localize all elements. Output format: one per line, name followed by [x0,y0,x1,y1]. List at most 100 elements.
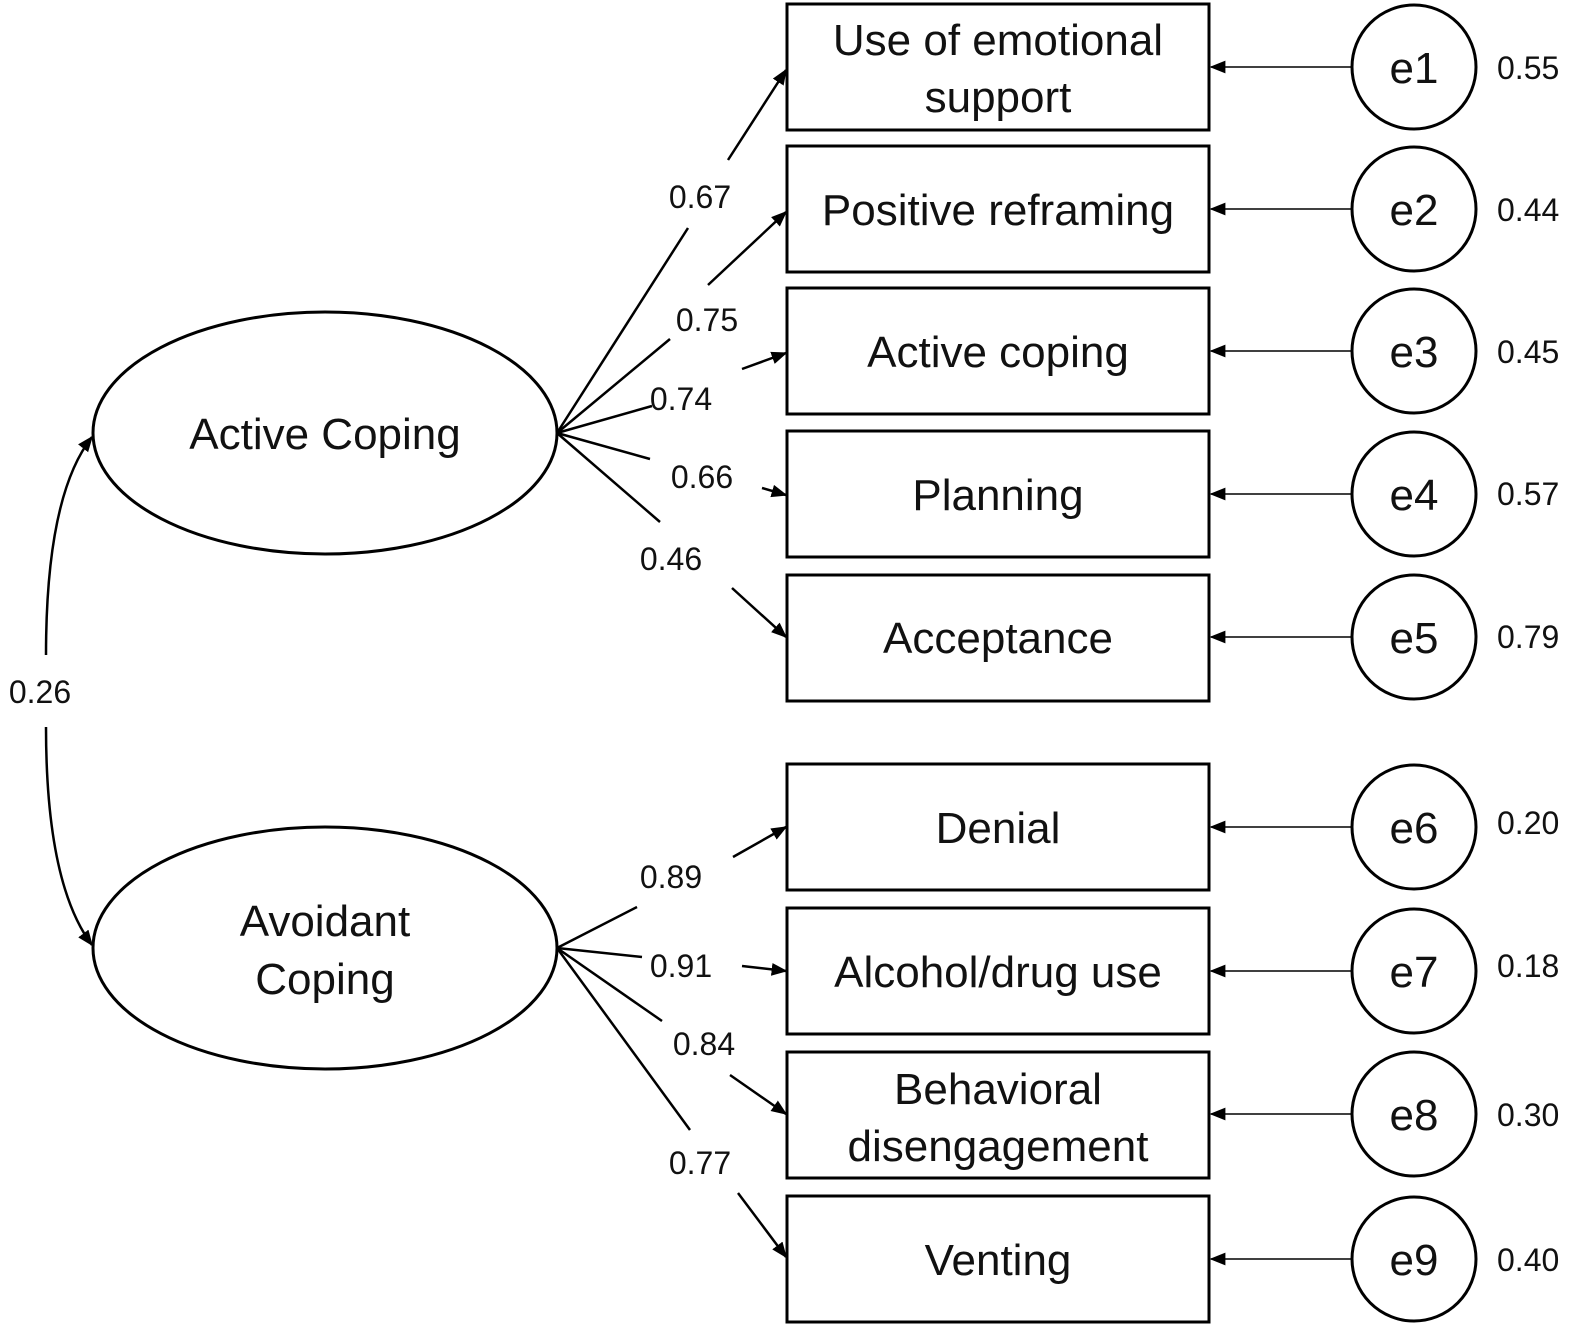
loading-line-8a [556,946,663,1023]
error-value-9: 0.40 [1497,1242,1559,1278]
indicator-rect-2 [785,144,1211,274]
error-label-1: e1 [1390,44,1439,93]
indicator-box-6: Denial [785,762,1211,892]
loading-line-3b [741,351,788,371]
error-circle-9 [1350,1195,1478,1323]
indicator-box-9: Venting [785,1194,1211,1324]
correlation-arc: 0.26 [9,435,93,947]
loading-line-5b [731,587,788,639]
error-term-9: e9 [1350,1195,1478,1323]
error-terms: e1 e2 e3 e4 e5 e6 e7 e8 [1350,3,1478,1323]
loading-line-5a [556,432,661,523]
error-circle-3 [1350,287,1478,415]
error-value-7: 0.18 [1497,948,1559,984]
loading-labels: 0.67 0.75 0.74 0.66 0.46 0.89 0.91 0.84 … [640,179,738,1181]
indicator-label-7: Alcohol/drug use [834,948,1162,997]
loading-line-4b [761,484,788,498]
error-term-7: e7 [1350,907,1478,1035]
indicator-label-8-line2: disengagement [848,1122,1149,1171]
error-term-3: e3 [1350,287,1478,415]
indicator-label-9: Venting [925,1236,1072,1285]
error-circle-1 [1350,3,1478,131]
error-label-9: e9 [1390,1236,1439,1285]
indicator-label-1-line1: Use of emotional [833,16,1163,65]
indicator-label-4: Planning [912,471,1083,520]
latent-avoidant-label-line1: Avoidant [240,897,410,946]
error-value-1: 0.55 [1497,50,1559,86]
error-label-2: e2 [1390,186,1439,235]
loading-line-1b [726,68,788,161]
correlation-arc-lower [44,726,93,947]
error-value-2: 0.44 [1497,192,1559,228]
loading-value-2: 0.75 [676,302,738,338]
error-circle-7 [1350,907,1478,1035]
latent-avoidant-label-line2: Coping [255,955,394,1004]
correlation-arc-upper [44,435,93,656]
indicator-label-2: Positive reframing [822,186,1174,235]
error-value-3: 0.45 [1497,334,1559,370]
loading-value-6: 0.89 [640,859,702,895]
loading-value-9: 0.77 [669,1145,731,1181]
loading-value-4: 0.66 [671,459,733,495]
indicator-box-3: Active coping [785,286,1211,416]
error-label-4: e4 [1390,471,1439,520]
indicator-box-4: Planning [785,429,1211,559]
error-term-4: e4 [1350,430,1478,558]
indicator-label-3: Active coping [867,328,1129,377]
indicator-rect-1 [785,2,1211,132]
indicator-box-2: Positive reframing [785,144,1211,274]
indicator-rect-9 [785,1194,1211,1324]
loading-line-1a [555,227,690,434]
error-value-4: 0.57 [1497,476,1559,512]
error-circle-6 [1350,763,1478,891]
indicator-rect-7 [785,906,1211,1036]
error-term-2: e2 [1350,145,1478,273]
loading-value-8: 0.84 [673,1026,735,1062]
loading-line-7a [556,946,643,959]
error-circle-5 [1350,573,1478,701]
indicator-label-1-line2: support [925,73,1072,122]
indicator-label-8-line1: Behavioral [894,1065,1102,1114]
loading-value-3: 0.74 [650,381,712,417]
loading-line-9a [555,947,692,1131]
indicator-label-6: Denial [936,804,1061,853]
indicator-rect-4 [785,429,1211,559]
loading-paths [555,68,788,1259]
indicator-box-5: Acceptance [785,573,1211,703]
indicator-rect-8 [785,1050,1211,1180]
error-label-6: e6 [1390,804,1439,853]
latent-active-coping: Active Coping [91,310,559,556]
latent-avoidant-ellipse [91,825,559,1071]
indicator-label-5: Acceptance [883,614,1113,663]
loading-line-9b [737,1192,787,1259]
indicator-box-7: Alcohol/drug use [785,906,1211,1036]
error-term-8: e8 [1350,1050,1478,1178]
error-label-7: e7 [1390,948,1439,997]
error-values: 0.55 0.44 0.45 0.57 0.79 0.20 0.18 0.30 … [1497,50,1559,1278]
indicator-box-1: Use of emotional support [785,2,1211,132]
error-circle-8 [1350,1050,1478,1178]
error-arrows [1209,60,1352,1266]
indicator-rect-3 [785,286,1211,416]
error-term-5: e5 [1350,573,1478,701]
indicator-boxes: Use of emotional support Positive refram… [785,2,1211,1324]
indicator-rect-5 [785,573,1211,703]
error-label-8: e8 [1390,1091,1439,1140]
error-circle-4 [1350,430,1478,558]
error-label-3: e3 [1390,328,1439,377]
error-value-8: 0.30 [1497,1097,1559,1133]
indicator-box-8: Behavioral disengagement [785,1050,1211,1180]
loading-line-8b [729,1073,788,1116]
loading-line-6b [732,825,788,859]
latent-avoidant-coping: Avoidant Coping [91,825,559,1071]
indicator-rect-6 [785,762,1211,892]
error-value-6: 0.20 [1497,805,1559,841]
correlation-value: 0.26 [9,674,71,710]
error-circle-2 [1350,145,1478,273]
loading-line-7b [741,963,788,976]
loading-line-4a [556,431,651,461]
error-term-1: e1 [1350,3,1478,131]
latent-active-label: Active Coping [189,410,460,459]
loading-line-2b [707,210,788,286]
